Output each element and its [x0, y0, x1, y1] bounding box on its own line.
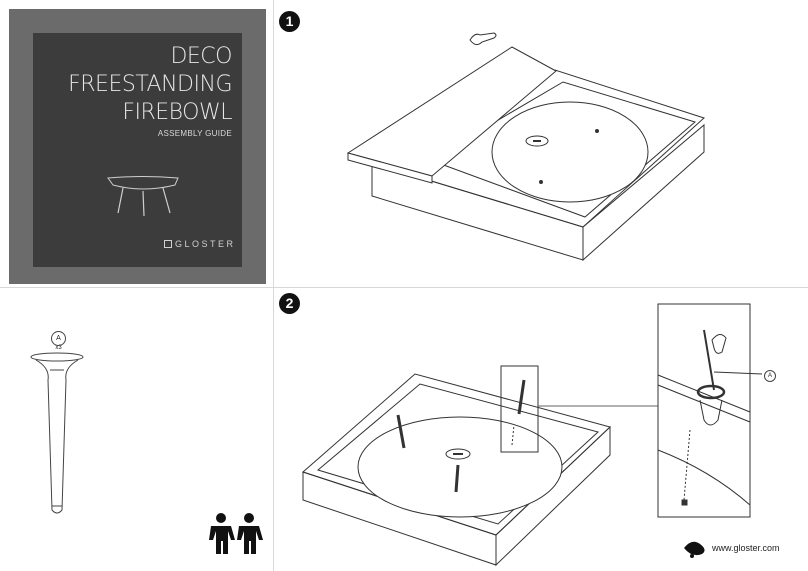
- cover-title-line-1: DECO: [170, 44, 232, 69]
- cover-panel: DECO FREESTANDING FIREBOWL ASSEMBLY GUID…: [33, 33, 242, 267]
- cover-subtitle: ASSEMBLY GUIDE: [157, 129, 232, 138]
- cover-brand: GLOSTER: [175, 239, 236, 249]
- step-2-badge: 2: [279, 293, 300, 314]
- part-quantity: x3: [55, 345, 62, 351]
- website-link[interactable]: www.gloster.com: [712, 543, 780, 553]
- step-1-badge: 1: [279, 11, 300, 32]
- cover-title-line-3: FIREBOWL: [122, 100, 232, 125]
- cover-title: DECO FREESTANDING FIREBOWL: [68, 43, 232, 127]
- cover-title-line-2: FREESTANDING: [68, 72, 232, 97]
- part-label-badge: A: [51, 331, 66, 346]
- firebowl-illustration: [107, 176, 179, 217]
- horizontal-divider: [0, 287, 808, 288]
- gloster-logo-icon: [164, 240, 172, 248]
- callout-part-a: A: [764, 370, 776, 382]
- vertical-divider: [273, 0, 274, 571]
